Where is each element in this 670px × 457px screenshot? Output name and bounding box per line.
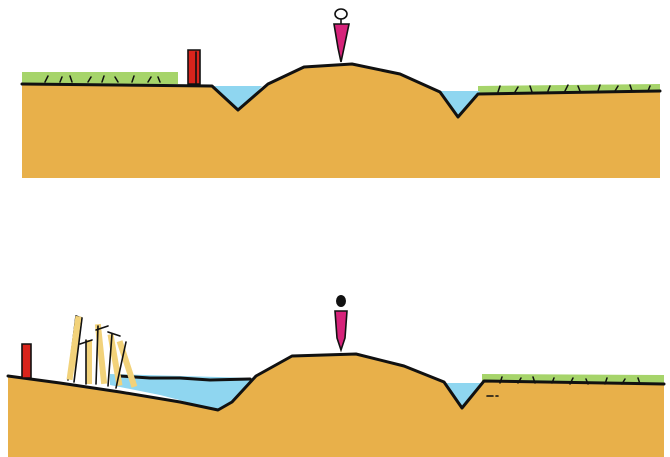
red-post [188,50,200,84]
panel-after [8,295,664,457]
standing-figure [335,295,347,350]
red-post [22,344,31,378]
soil-body [8,354,664,457]
standing-figure [334,9,349,62]
panel-before [22,9,660,178]
